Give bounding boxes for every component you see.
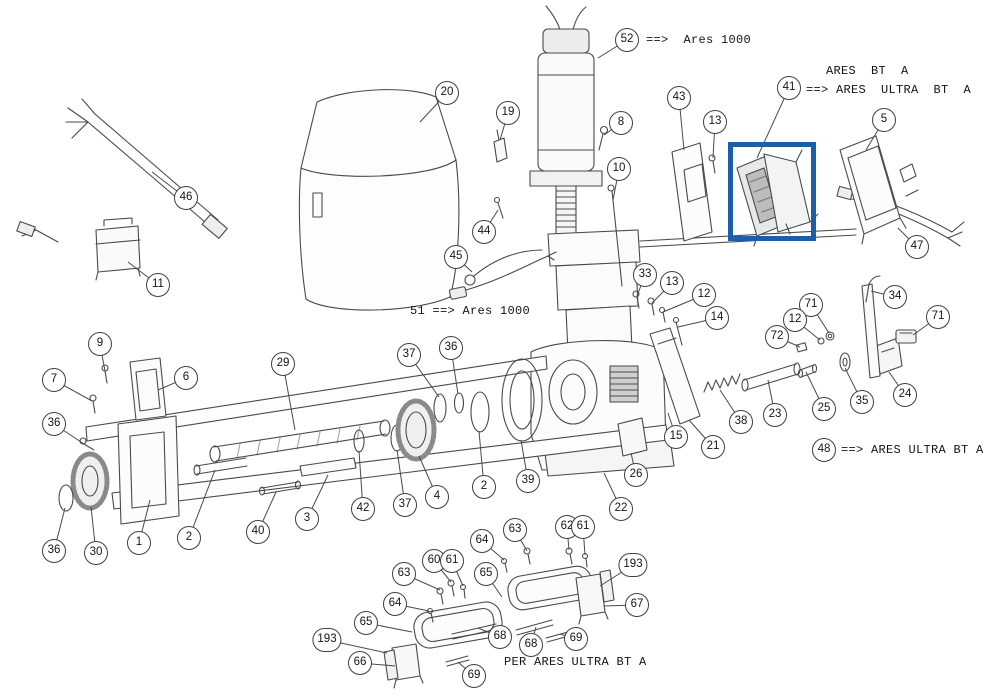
- annotation-ares-1000-motor: ==> Ares 1000: [646, 33, 752, 47]
- callout-7: 7: [42, 368, 66, 392]
- callout-24: 24: [893, 383, 917, 407]
- callout-71: 71: [926, 305, 950, 329]
- callout-37: 37: [397, 343, 421, 367]
- callout-34: 34: [883, 285, 907, 309]
- callout-23: 23: [763, 403, 787, 427]
- callout-35: 35: [850, 390, 874, 414]
- part-clutch-parts: [703, 275, 917, 393]
- callout-6: 6: [174, 366, 198, 390]
- highlight-box: [728, 142, 816, 241]
- callout-64: 64: [383, 592, 407, 616]
- part-side-panel: [617, 327, 701, 457]
- callout-64: 64: [470, 529, 494, 553]
- callout-47: 47: [905, 235, 929, 259]
- annotation-ares-1000-wire: 51 ==> Ares 1000: [410, 304, 531, 318]
- callout-48: 48: [812, 438, 836, 462]
- part-worm-shaft: [193, 419, 391, 476]
- callout-1: 1: [127, 531, 151, 555]
- callout-69: 69: [564, 627, 588, 651]
- callout-33: 33: [633, 263, 657, 287]
- callout-63: 63: [503, 518, 527, 542]
- part-left-bracket: [58, 415, 180, 525]
- callout-40: 40: [246, 520, 270, 544]
- callout-3: 3: [295, 507, 319, 531]
- callout-12: 12: [692, 283, 716, 307]
- callout-20: 20: [435, 81, 459, 105]
- annotation-ares-ultra-bt-a: ==> ARES ULTRA BT A: [806, 83, 972, 97]
- callout-67: 67: [625, 593, 649, 617]
- callout-65: 65: [354, 611, 378, 635]
- callout-8: 8: [609, 111, 633, 135]
- annotation-ares-ultra-48: ==> ARES ULTRA BT A: [841, 443, 984, 457]
- callout-12: 12: [783, 308, 807, 332]
- callout-10: 10: [607, 157, 631, 181]
- callout-45: 45: [444, 245, 468, 269]
- callout-2: 2: [177, 526, 201, 550]
- callout-11: 11: [146, 273, 170, 297]
- callout-66: 66: [348, 651, 372, 675]
- part-wire-harness-left: [16, 98, 228, 243]
- callout-46: 46: [174, 186, 198, 210]
- callout-4: 4: [425, 485, 449, 509]
- callout-30: 30: [84, 541, 108, 565]
- callout-21: 21: [701, 435, 725, 459]
- callout-36: 36: [439, 336, 463, 360]
- callout-25: 25: [812, 397, 836, 421]
- part-motor: [529, 5, 603, 235]
- callout-13: 13: [703, 110, 727, 134]
- callout-37: 37: [393, 493, 417, 517]
- callout-5: 5: [872, 108, 896, 132]
- callout-29: 29: [271, 352, 295, 376]
- callout-41: 41: [777, 76, 801, 100]
- callout-72: 72: [765, 325, 789, 349]
- part-rail-beams: [85, 355, 669, 510]
- part-plate-43: [671, 142, 716, 242]
- callout-26: 26: [624, 463, 648, 487]
- callout-61: 61: [571, 515, 595, 539]
- callout-42: 42: [351, 497, 375, 521]
- callout-36: 36: [42, 412, 66, 436]
- part-bars: [258, 457, 357, 496]
- callout-43: 43: [667, 86, 691, 110]
- callout-9: 9: [88, 332, 112, 356]
- callout-22: 22: [609, 497, 633, 521]
- callout-69: 69: [462, 664, 486, 688]
- part-bracket-11: [95, 217, 141, 281]
- part-plate-6: [89, 357, 167, 421]
- annotation-per-ares-ultra: PER ARES ULTRA BT A: [504, 655, 647, 669]
- callout-13: 13: [660, 271, 684, 295]
- callout-2: 2: [472, 475, 496, 499]
- callout-61: 61: [440, 549, 464, 573]
- annotation-ares-bt-a: ARES BT A: [826, 64, 909, 78]
- callout-193: 193: [312, 628, 342, 652]
- callout-52: 52: [615, 28, 639, 52]
- callout-36: 36: [42, 539, 66, 563]
- callout-63: 63: [392, 562, 416, 586]
- part-release-parts: [448, 196, 557, 300]
- callout-38: 38: [729, 410, 753, 434]
- callout-19: 19: [496, 101, 520, 125]
- callout-193: 193: [618, 553, 648, 577]
- callout-39: 39: [516, 469, 540, 493]
- callout-44: 44: [472, 220, 496, 244]
- part-motor-cover: [298, 89, 460, 311]
- part-rod-10: [607, 184, 623, 287]
- callout-68: 68: [488, 625, 512, 649]
- callout-15: 15: [664, 425, 688, 449]
- part-gears-and-rings: [353, 358, 543, 462]
- part-plate-5: [839, 135, 919, 245]
- part-control-board-41: [736, 149, 819, 247]
- callout-14: 14: [705, 306, 729, 330]
- callout-65: 65: [474, 562, 498, 586]
- callout-68: 68: [519, 633, 543, 657]
